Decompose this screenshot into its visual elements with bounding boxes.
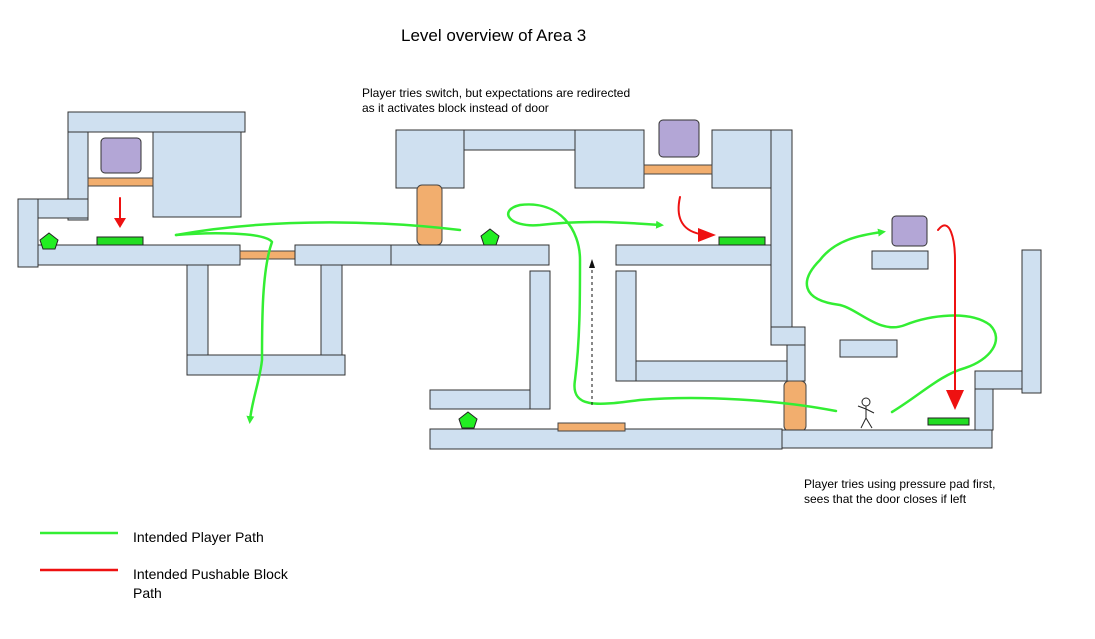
right-center-room <box>615 236 807 432</box>
wall <box>67 131 89 221</box>
door-vertical <box>416 184 443 246</box>
player-path <box>174 221 462 237</box>
legend-block-path-label: Intended Pushable Block Path <box>133 565 288 603</box>
switch-activation-arrow <box>589 259 595 405</box>
annotation-line: Player tries using pressure pad first, <box>804 477 996 491</box>
page-title: Level overview of Area 3 <box>401 26 587 45</box>
legend-line: Intended Pushable Block <box>133 566 288 582</box>
block-path <box>677 196 701 235</box>
wall <box>186 264 209 356</box>
arrowhead <box>114 218 126 228</box>
pushable-block <box>100 137 142 174</box>
annotation-line: Player tries switch, but expectations ar… <box>362 86 631 100</box>
wall <box>320 264 343 356</box>
wall <box>770 129 793 329</box>
door-horizontal <box>557 422 626 432</box>
platform <box>871 250 929 270</box>
center-room <box>390 119 793 450</box>
pressure-pad <box>96 236 144 246</box>
pressure-pad <box>718 236 766 246</box>
pressure-pad-annotation: Player tries using pressure pad first, s… <box>804 477 995 507</box>
floor <box>390 244 550 266</box>
player-path <box>805 228 998 414</box>
player-paths <box>174 203 998 424</box>
wall <box>17 198 39 268</box>
floor <box>615 244 772 266</box>
arrowhead <box>698 228 716 242</box>
switch-gem-icon <box>39 232 59 250</box>
wall <box>574 129 645 189</box>
switch-annotation: Player tries switch, but expectations ar… <box>362 86 630 116</box>
legend-line: Path <box>133 585 162 601</box>
player-icon <box>857 397 875 429</box>
switch-gem-icon <box>480 228 500 246</box>
floor <box>37 244 241 266</box>
floor <box>781 429 993 449</box>
wall <box>37 198 89 219</box>
wall <box>67 111 246 133</box>
left-room <box>17 111 246 268</box>
door-horizontal <box>87 177 154 187</box>
wall <box>770 326 806 346</box>
wall <box>152 131 242 218</box>
wall <box>529 270 551 410</box>
lower-left-u <box>186 244 392 376</box>
block-paths <box>114 196 964 410</box>
player-path <box>507 203 838 413</box>
wall <box>615 270 637 382</box>
player-path <box>174 232 274 424</box>
wall <box>786 344 806 382</box>
door-horizontal <box>643 164 713 175</box>
wall <box>974 370 1023 390</box>
pushable-block <box>658 119 700 158</box>
wall <box>974 388 994 431</box>
floor <box>294 244 392 266</box>
wall <box>186 354 346 376</box>
switch-gem-icon <box>458 411 478 429</box>
wall <box>395 129 465 189</box>
floor <box>429 428 783 450</box>
pushable-block <box>891 215 928 247</box>
pressure-pad <box>927 417 970 426</box>
annotation-line: sees that the door closes if left <box>804 492 967 506</box>
annotation-line: as it activates block instead of door <box>362 101 549 115</box>
platform <box>839 339 898 358</box>
right-area <box>781 215 1042 449</box>
arrowhead <box>946 390 964 410</box>
wall <box>1021 249 1042 394</box>
wall <box>463 129 576 151</box>
wall <box>429 389 531 410</box>
wall <box>635 360 788 382</box>
block-path <box>937 224 956 393</box>
wall <box>711 129 772 189</box>
legend-player-path-label: Intended Player Path <box>133 529 264 545</box>
